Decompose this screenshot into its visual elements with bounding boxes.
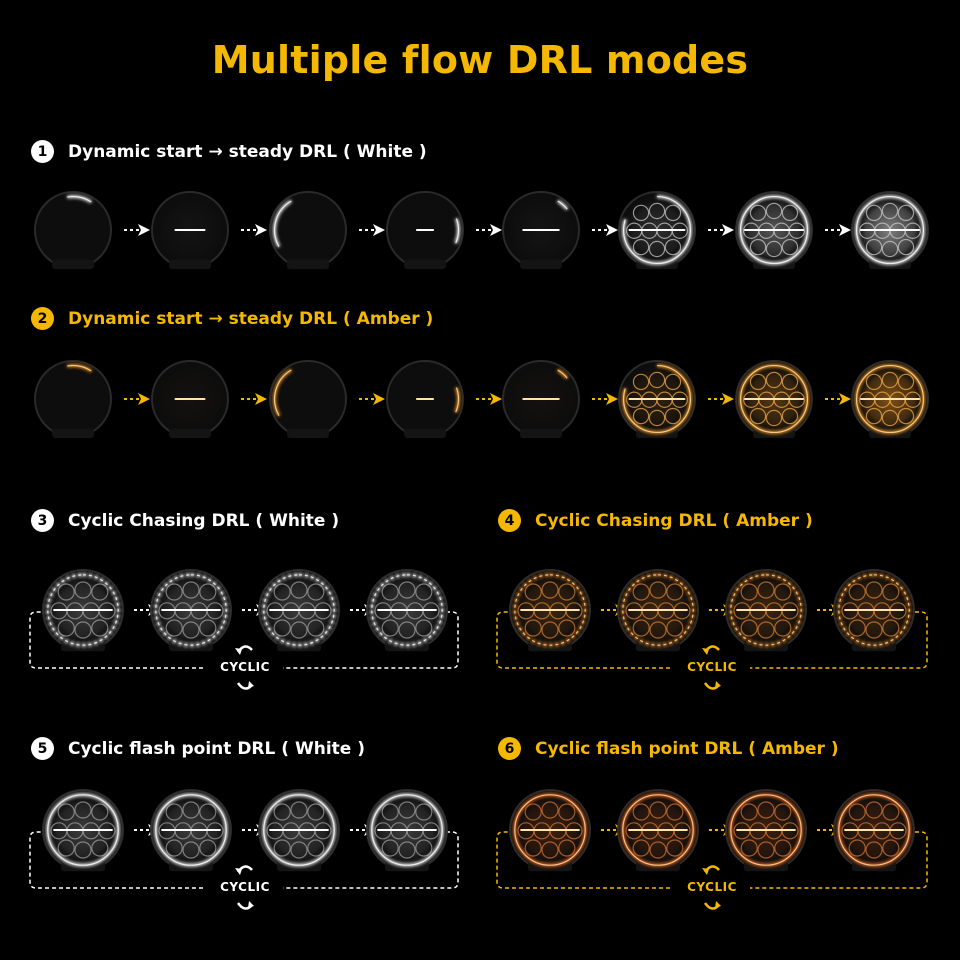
dashed-arrow-right-icon [592, 224, 618, 236]
cyclic-arrows-icon [702, 645, 720, 655]
headlight-lamp [502, 191, 580, 270]
headlight-lamp [618, 360, 696, 439]
dashed-arrow-right-icon [708, 393, 734, 405]
mode-label-6: 6 Cyclic flash point DRL ( Amber ) [498, 737, 839, 760]
dashed-arrow-right-icon [592, 393, 618, 405]
mode-number-badge: 6 [498, 737, 521, 760]
mode-label-1: 1 Dynamic start → steady DRL ( White ) [31, 140, 427, 163]
headlight-lamp [366, 789, 448, 872]
headlight-lamp [42, 569, 124, 652]
dashed-arrow-right-icon [359, 224, 385, 236]
headlight-lamp [269, 360, 347, 439]
mode-label-text: Cyclic Chasing DRL ( White ) [68, 510, 340, 531]
mode-number-badge: 5 [31, 737, 54, 760]
dashed-arrow-right-icon [476, 224, 502, 236]
headlight-lamp [150, 569, 232, 652]
headlight-lamp [502, 360, 580, 439]
cyclic-loop-line [496, 831, 928, 889]
cyclic-arrows-icon [236, 681, 254, 690]
mode-label-text: Cyclic flash point DRL ( Amber ) [535, 738, 839, 759]
headlight-lamp [151, 360, 229, 439]
headlight-lamp [366, 569, 448, 652]
headlight-lamp [386, 360, 464, 439]
mode-number-badge: 1 [31, 140, 54, 163]
headlight-lamp [618, 191, 696, 270]
headlight-lamp [833, 789, 915, 872]
headlight-lamp [617, 789, 699, 872]
cyclic-loop-line [29, 611, 459, 669]
dashed-arrow-right-icon [825, 224, 851, 236]
headlight-lamp [833, 569, 915, 652]
headlight-lamp [258, 789, 340, 872]
dashed-arrow-right-icon [124, 393, 150, 405]
cyclic-loop-line [496, 611, 928, 669]
headlight-lamp [269, 191, 347, 270]
headlight-lamp [150, 789, 232, 872]
headlight-lamp [151, 191, 229, 270]
cyclic-label: CYCLIC [687, 660, 737, 674]
headlight-lamp [725, 789, 807, 872]
mode-label-2: 2 Dynamic start → steady DRL ( Amber ) [31, 307, 433, 330]
mode-label-3: 3 Cyclic Chasing DRL ( White ) [31, 509, 339, 532]
cyclic-label: CYCLIC [220, 880, 270, 894]
mode-label-text: Dynamic start → steady DRL ( White ) [68, 141, 427, 162]
dashed-arrow-right-icon [825, 393, 851, 405]
dashed-arrow-right-icon [241, 224, 267, 236]
mode-number-badge: 3 [31, 509, 54, 532]
headlight-lamp [34, 360, 112, 439]
cyclic-arrows-icon [235, 865, 253, 875]
headlight-lamp [735, 191, 813, 270]
cyclic-label: CYCLIC [220, 660, 270, 674]
dashed-arrow-right-icon [241, 393, 267, 405]
headlight-lamp [509, 569, 591, 652]
cyclic-arrows-icon [703, 901, 721, 910]
dashed-arrow-right-icon [476, 393, 502, 405]
mode-label-5: 5 Cyclic flash point DRL ( White ) [31, 737, 365, 760]
mode-label-text: Cyclic flash point DRL ( White ) [68, 738, 365, 759]
cyclic-arrows-icon [235, 645, 253, 655]
dashed-arrow-right-icon [124, 224, 150, 236]
headlight-lamp [34, 191, 112, 270]
mode-number-badge: 2 [31, 307, 54, 330]
headlight-lamp [725, 569, 807, 652]
cyclic-arrows-icon [702, 865, 720, 875]
mode-label-4: 4 Cyclic Chasing DRL ( Amber ) [498, 509, 813, 532]
headlight-lamp [617, 569, 699, 652]
cyclic-loop-line [29, 831, 459, 889]
dashed-arrow-right-icon [359, 393, 385, 405]
headlight-lamp [735, 360, 813, 439]
mode-label-text: Cyclic Chasing DRL ( Amber ) [535, 510, 813, 531]
mode-label-text: Dynamic start → steady DRL ( Amber ) [68, 308, 434, 329]
cyclic-arrows-icon [236, 901, 254, 910]
mode-number-badge: 4 [498, 509, 521, 532]
cyclic-label: CYCLIC [687, 880, 737, 894]
headlight-lamp [42, 789, 124, 872]
headlight-lamp [386, 191, 464, 270]
page-title: Multiple flow DRL modes [211, 38, 749, 82]
headlight-lamp [258, 569, 340, 652]
cyclic-arrows-icon [703, 681, 721, 690]
headlight-lamp [851, 191, 929, 270]
headlight-lamp [851, 360, 929, 439]
headlight-lamp [509, 789, 591, 872]
dashed-arrow-right-icon [708, 224, 734, 236]
